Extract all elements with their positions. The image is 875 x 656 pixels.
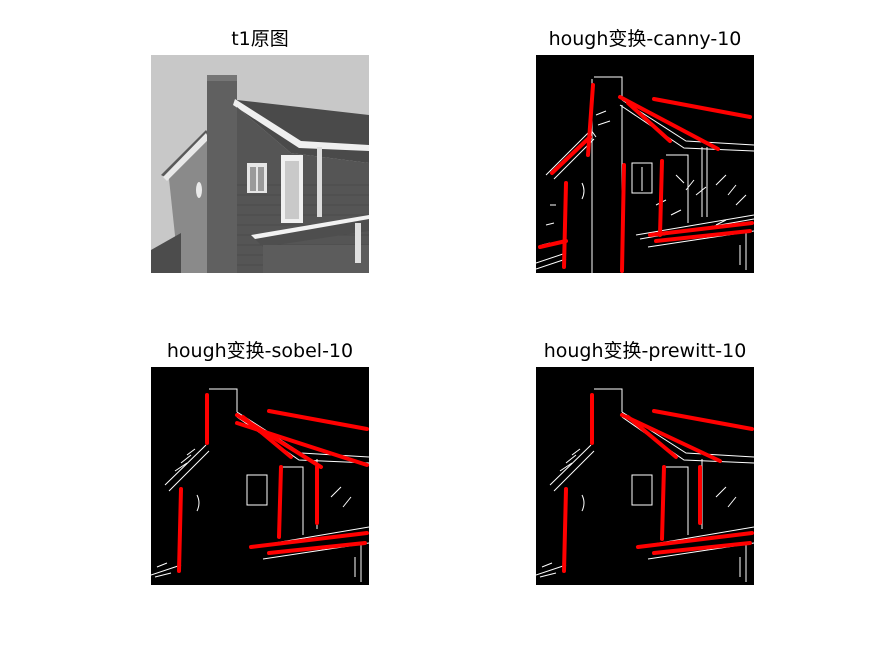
panel-title-canny: hough变换-canny-10 (548, 28, 742, 50)
sobel-hough-panel (151, 367, 369, 585)
hough-lines (177, 393, 369, 573)
panel-title-prewitt: hough变换-prewitt-10 (543, 340, 747, 362)
canny-hough-panel (536, 55, 754, 273)
panel-title-sobel: hough变换-sobel-10 (166, 340, 354, 362)
canny-edge-image (536, 55, 754, 273)
hough-lines (538, 83, 754, 273)
sobel-edge-image (151, 367, 369, 585)
prewitt-edge-image (536, 367, 754, 585)
house-photo (151, 55, 369, 273)
prewitt-hough-panel (536, 367, 754, 585)
original-photo-panel (151, 55, 369, 273)
hough-lines (562, 393, 754, 573)
panel-title-original: t1原图 (231, 28, 289, 50)
